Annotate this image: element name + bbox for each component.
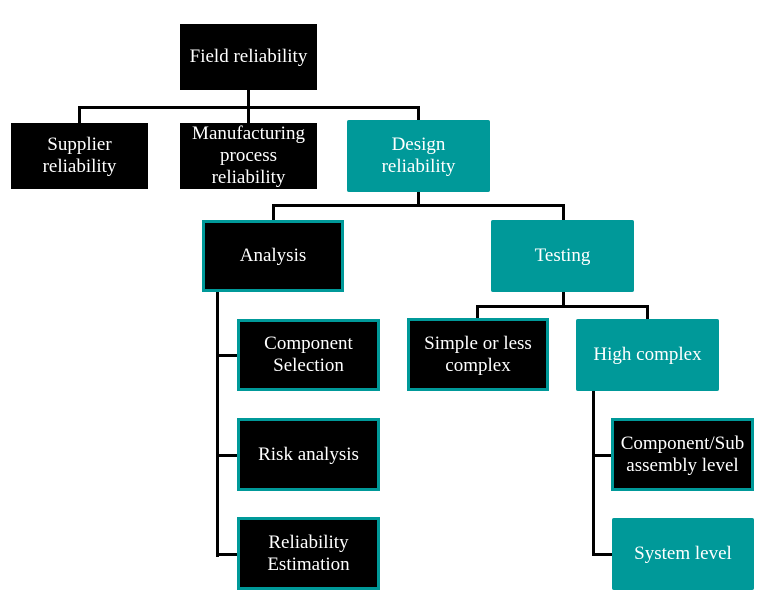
connector-to-testing bbox=[562, 204, 565, 221]
node-reliability-estimation: Reliability Estimation bbox=[237, 517, 380, 590]
connector-to-component-sub bbox=[592, 454, 613, 457]
node-manufacturing-process-reliability: Manufacturing process reliability bbox=[180, 123, 317, 189]
connector-design-stem bbox=[417, 192, 420, 206]
node-testing: Testing bbox=[491, 220, 634, 292]
connector-to-component-selection bbox=[216, 354, 239, 357]
connector-to-high-complex bbox=[646, 305, 649, 320]
connector-to-analysis bbox=[272, 204, 275, 221]
connector-to-supplier bbox=[78, 106, 81, 124]
node-field-reliability: Field reliability bbox=[180, 24, 317, 90]
node-component-sub-assembly-level: Component/Sub assembly level bbox=[611, 418, 754, 491]
connector-to-design bbox=[417, 106, 420, 121]
connector-to-reliability-estimation bbox=[216, 553, 239, 556]
connector-to-system-level bbox=[592, 553, 613, 556]
node-simple-or-less-complex: Simple or less complex bbox=[407, 318, 549, 391]
node-design-reliability: Design reliability bbox=[347, 120, 490, 192]
node-supplier-reliability: Supplier reliability bbox=[11, 123, 148, 189]
connector-to-manufacturing bbox=[247, 106, 250, 124]
node-component-selection: Component Selection bbox=[237, 319, 380, 391]
connector-testing-stem bbox=[562, 292, 565, 307]
node-risk-analysis: Risk analysis bbox=[237, 418, 380, 491]
node-high-complex: High complex bbox=[576, 319, 719, 391]
node-system-level: System level bbox=[612, 518, 754, 590]
connector-field-stem bbox=[247, 90, 250, 108]
connector-level3-bar bbox=[476, 305, 649, 308]
connector-level2-bar bbox=[272, 204, 565, 207]
connector-high-complex-spine bbox=[592, 391, 595, 556]
connector-to-risk-analysis bbox=[216, 454, 239, 457]
node-analysis: Analysis bbox=[202, 220, 344, 292]
connector-to-simple bbox=[476, 305, 479, 320]
connector-analysis-spine bbox=[216, 291, 219, 557]
